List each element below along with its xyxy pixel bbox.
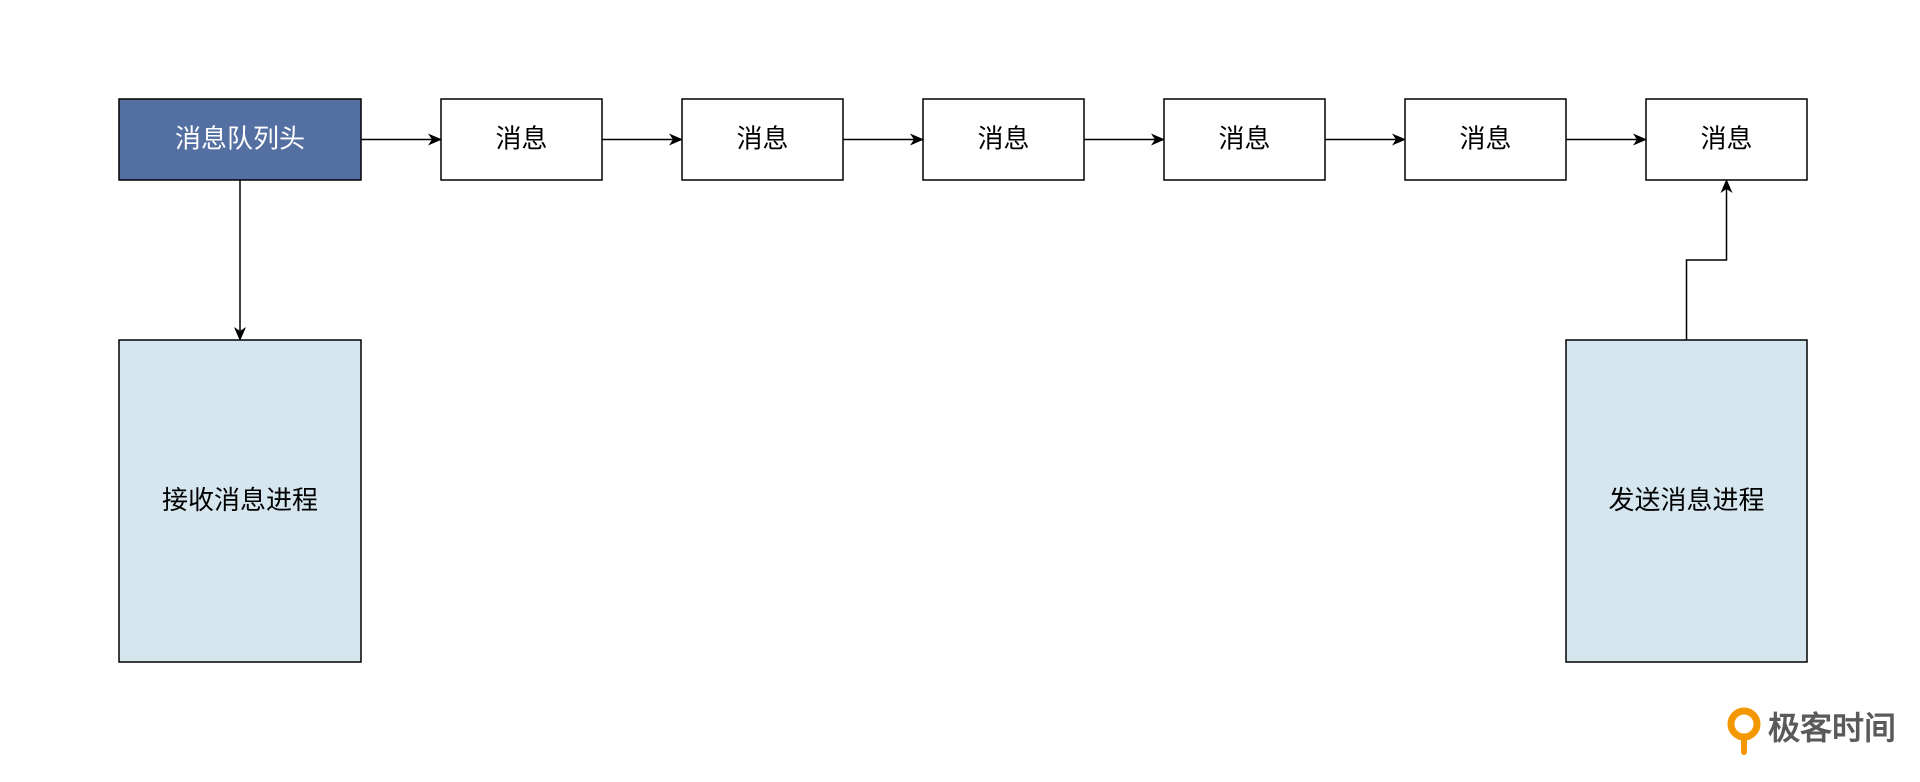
message-box [1404, 98, 1567, 181]
queue-head-label: 消息队列头 [175, 125, 305, 155]
message-node-5: 消息 [1404, 98, 1567, 181]
message-box [440, 98, 603, 181]
message-node-1: 消息 [440, 98, 603, 181]
message-node-6: 消息 [1645, 98, 1808, 181]
message-label: 消息 [1700, 125, 1752, 155]
message-label: 消息 [1459, 125, 1511, 155]
brand-watermark: 极客时间 [1727, 707, 1896, 755]
sender-process-label: 发送消息进程 [1608, 486, 1764, 516]
brand-name: 极客时间 [1768, 709, 1896, 747]
message-node-2: 消息 [681, 98, 844, 181]
geektime-logo-icon [1727, 707, 1761, 755]
receiver-process: 接收消息进程 [118, 339, 362, 663]
queue-head-box [118, 98, 362, 181]
message-node-3: 消息 [922, 98, 1085, 181]
message-box [922, 98, 1085, 181]
receiver-process-label: 接收消息进程 [162, 486, 318, 516]
sender-process: 发送消息进程 [1565, 339, 1808, 663]
message-label: 消息 [736, 125, 788, 155]
message-label: 消息 [495, 125, 547, 155]
message-label: 消息 [1218, 125, 1270, 155]
sender-process-box [1565, 339, 1808, 663]
receiver-process-box [118, 339, 362, 663]
message-box [1163, 98, 1326, 181]
arrow-sender-to-last-message [1685, 179, 1733, 340]
message-label: 消息 [977, 125, 1029, 155]
message-box [681, 98, 844, 181]
queue-head: 消息队列头 [118, 98, 362, 181]
message-node-4: 消息 [1163, 98, 1326, 181]
